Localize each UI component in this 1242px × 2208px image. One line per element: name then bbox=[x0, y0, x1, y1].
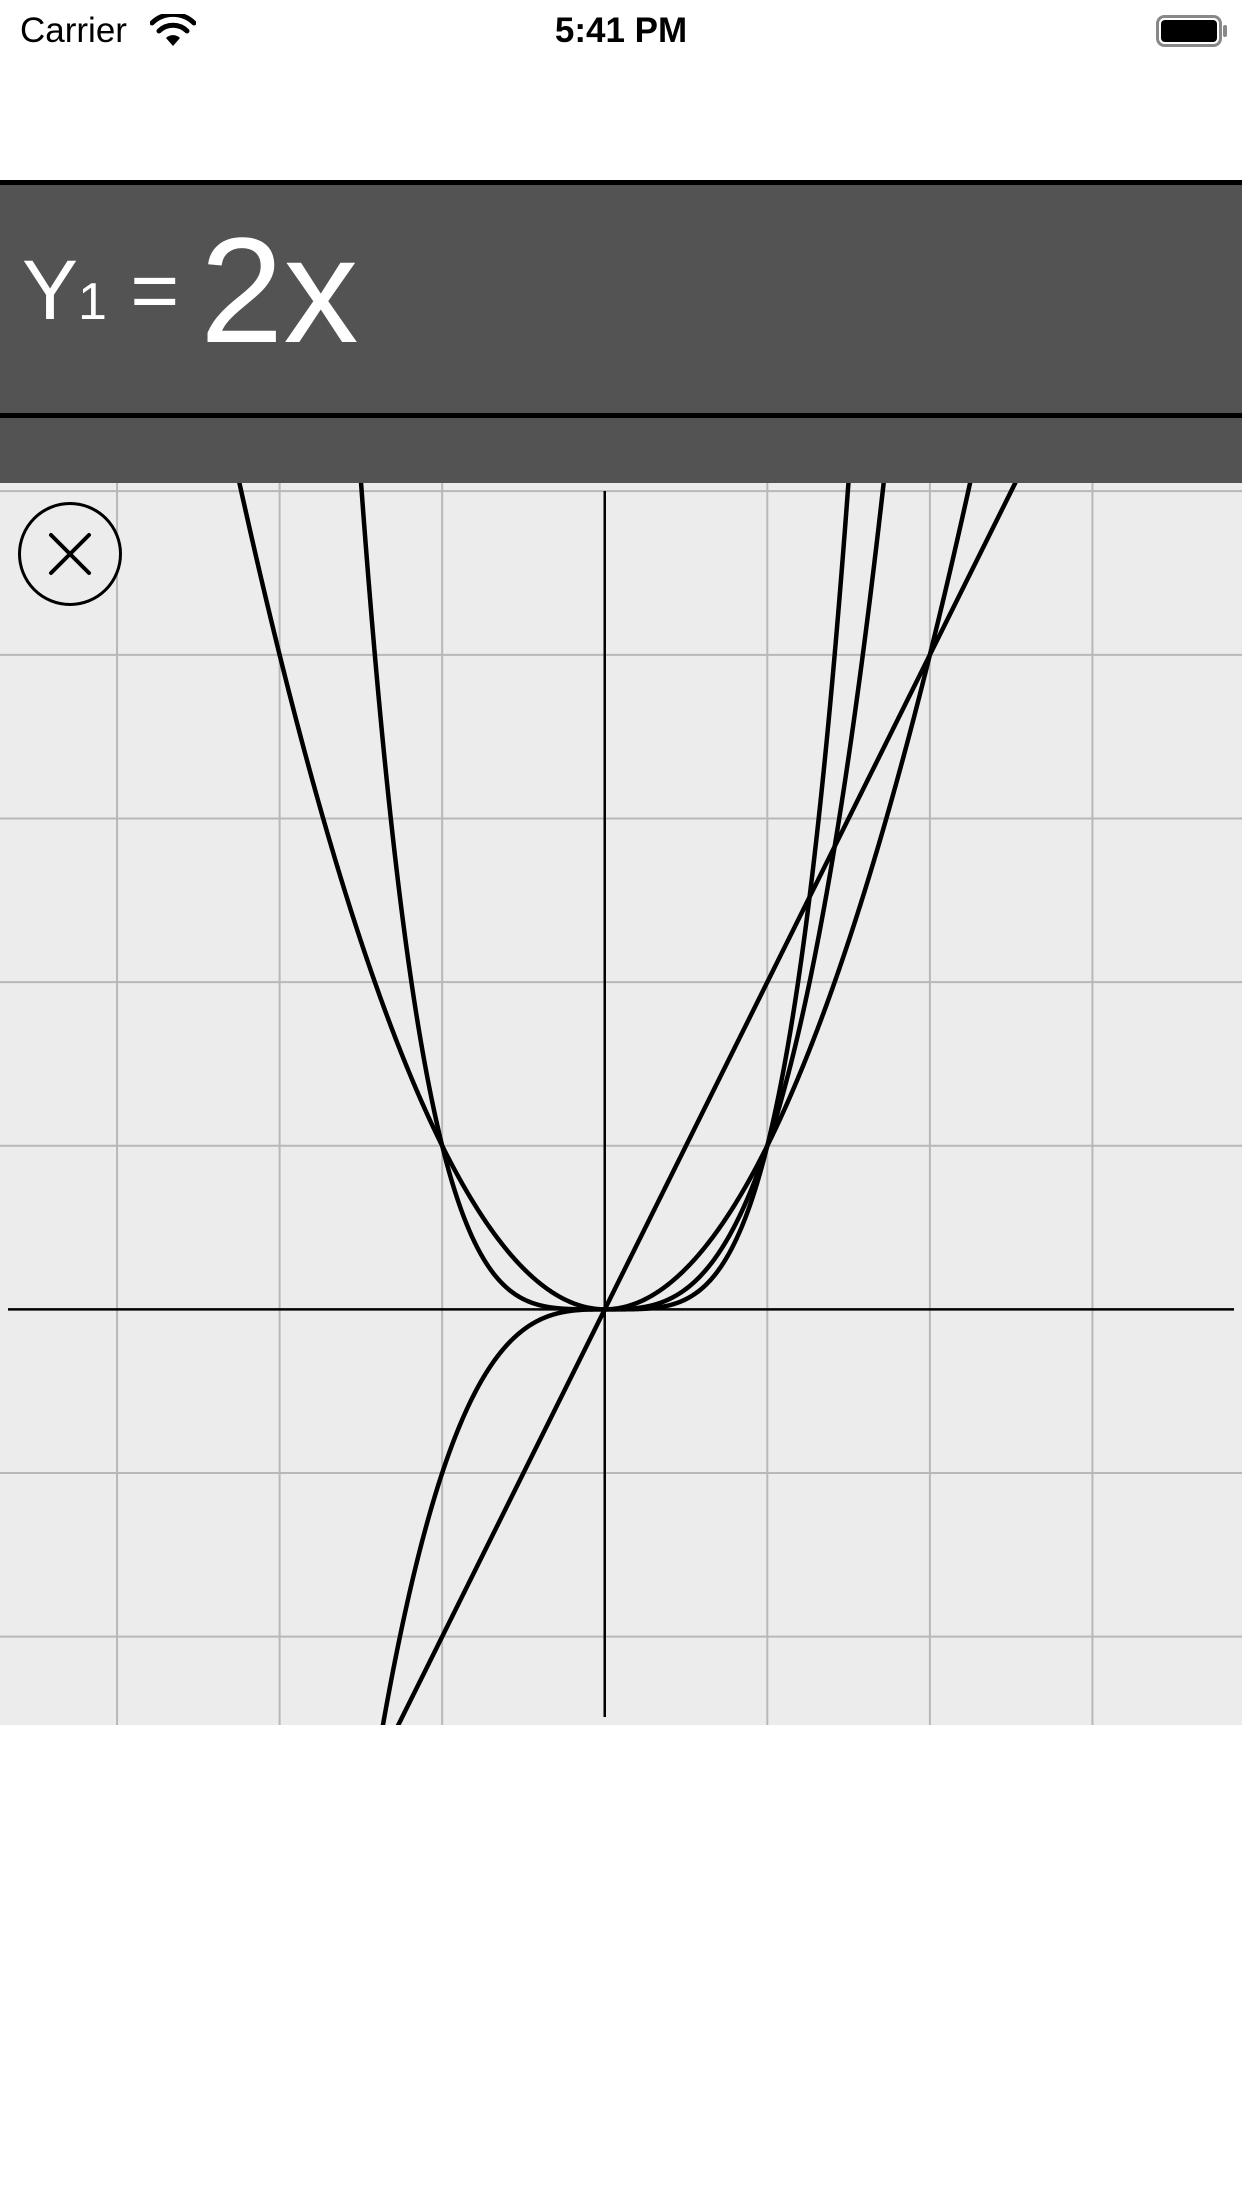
axes bbox=[8, 491, 1234, 1717]
close-icon bbox=[49, 533, 91, 575]
status-time: 5:41 PM bbox=[554, 11, 688, 50]
equation-bar[interactable]: Y1 = 2x bbox=[0, 185, 1242, 415]
equation-label: Y1 = bbox=[22, 240, 179, 352]
equation-y: Y bbox=[22, 243, 79, 337]
status-bar: Carrier 5:41 PM bbox=[0, 0, 1242, 62]
curve-2x bbox=[395, 483, 1018, 1725]
carrier-label: Carrier bbox=[20, 11, 127, 50]
close-button[interactable] bbox=[18, 502, 122, 606]
header-bottom-divider bbox=[0, 413, 1242, 418]
graph-canvas[interactable] bbox=[0, 483, 1242, 1725]
equation-equals: = bbox=[130, 243, 180, 337]
equation-subscript: 1 bbox=[78, 273, 107, 331]
wifi-icon bbox=[150, 14, 196, 46]
equation-strip bbox=[0, 418, 1242, 483]
grid-lines bbox=[0, 483, 1242, 1725]
curve-x-pow-4 bbox=[358, 483, 851, 1312]
header-top-divider bbox=[0, 180, 1242, 185]
graph-svg[interactable] bbox=[0, 483, 1242, 1725]
battery-icon bbox=[1156, 15, 1227, 47]
equation-expression[interactable]: 2x bbox=[200, 206, 359, 374]
plotted-curves bbox=[237, 483, 1018, 1725]
